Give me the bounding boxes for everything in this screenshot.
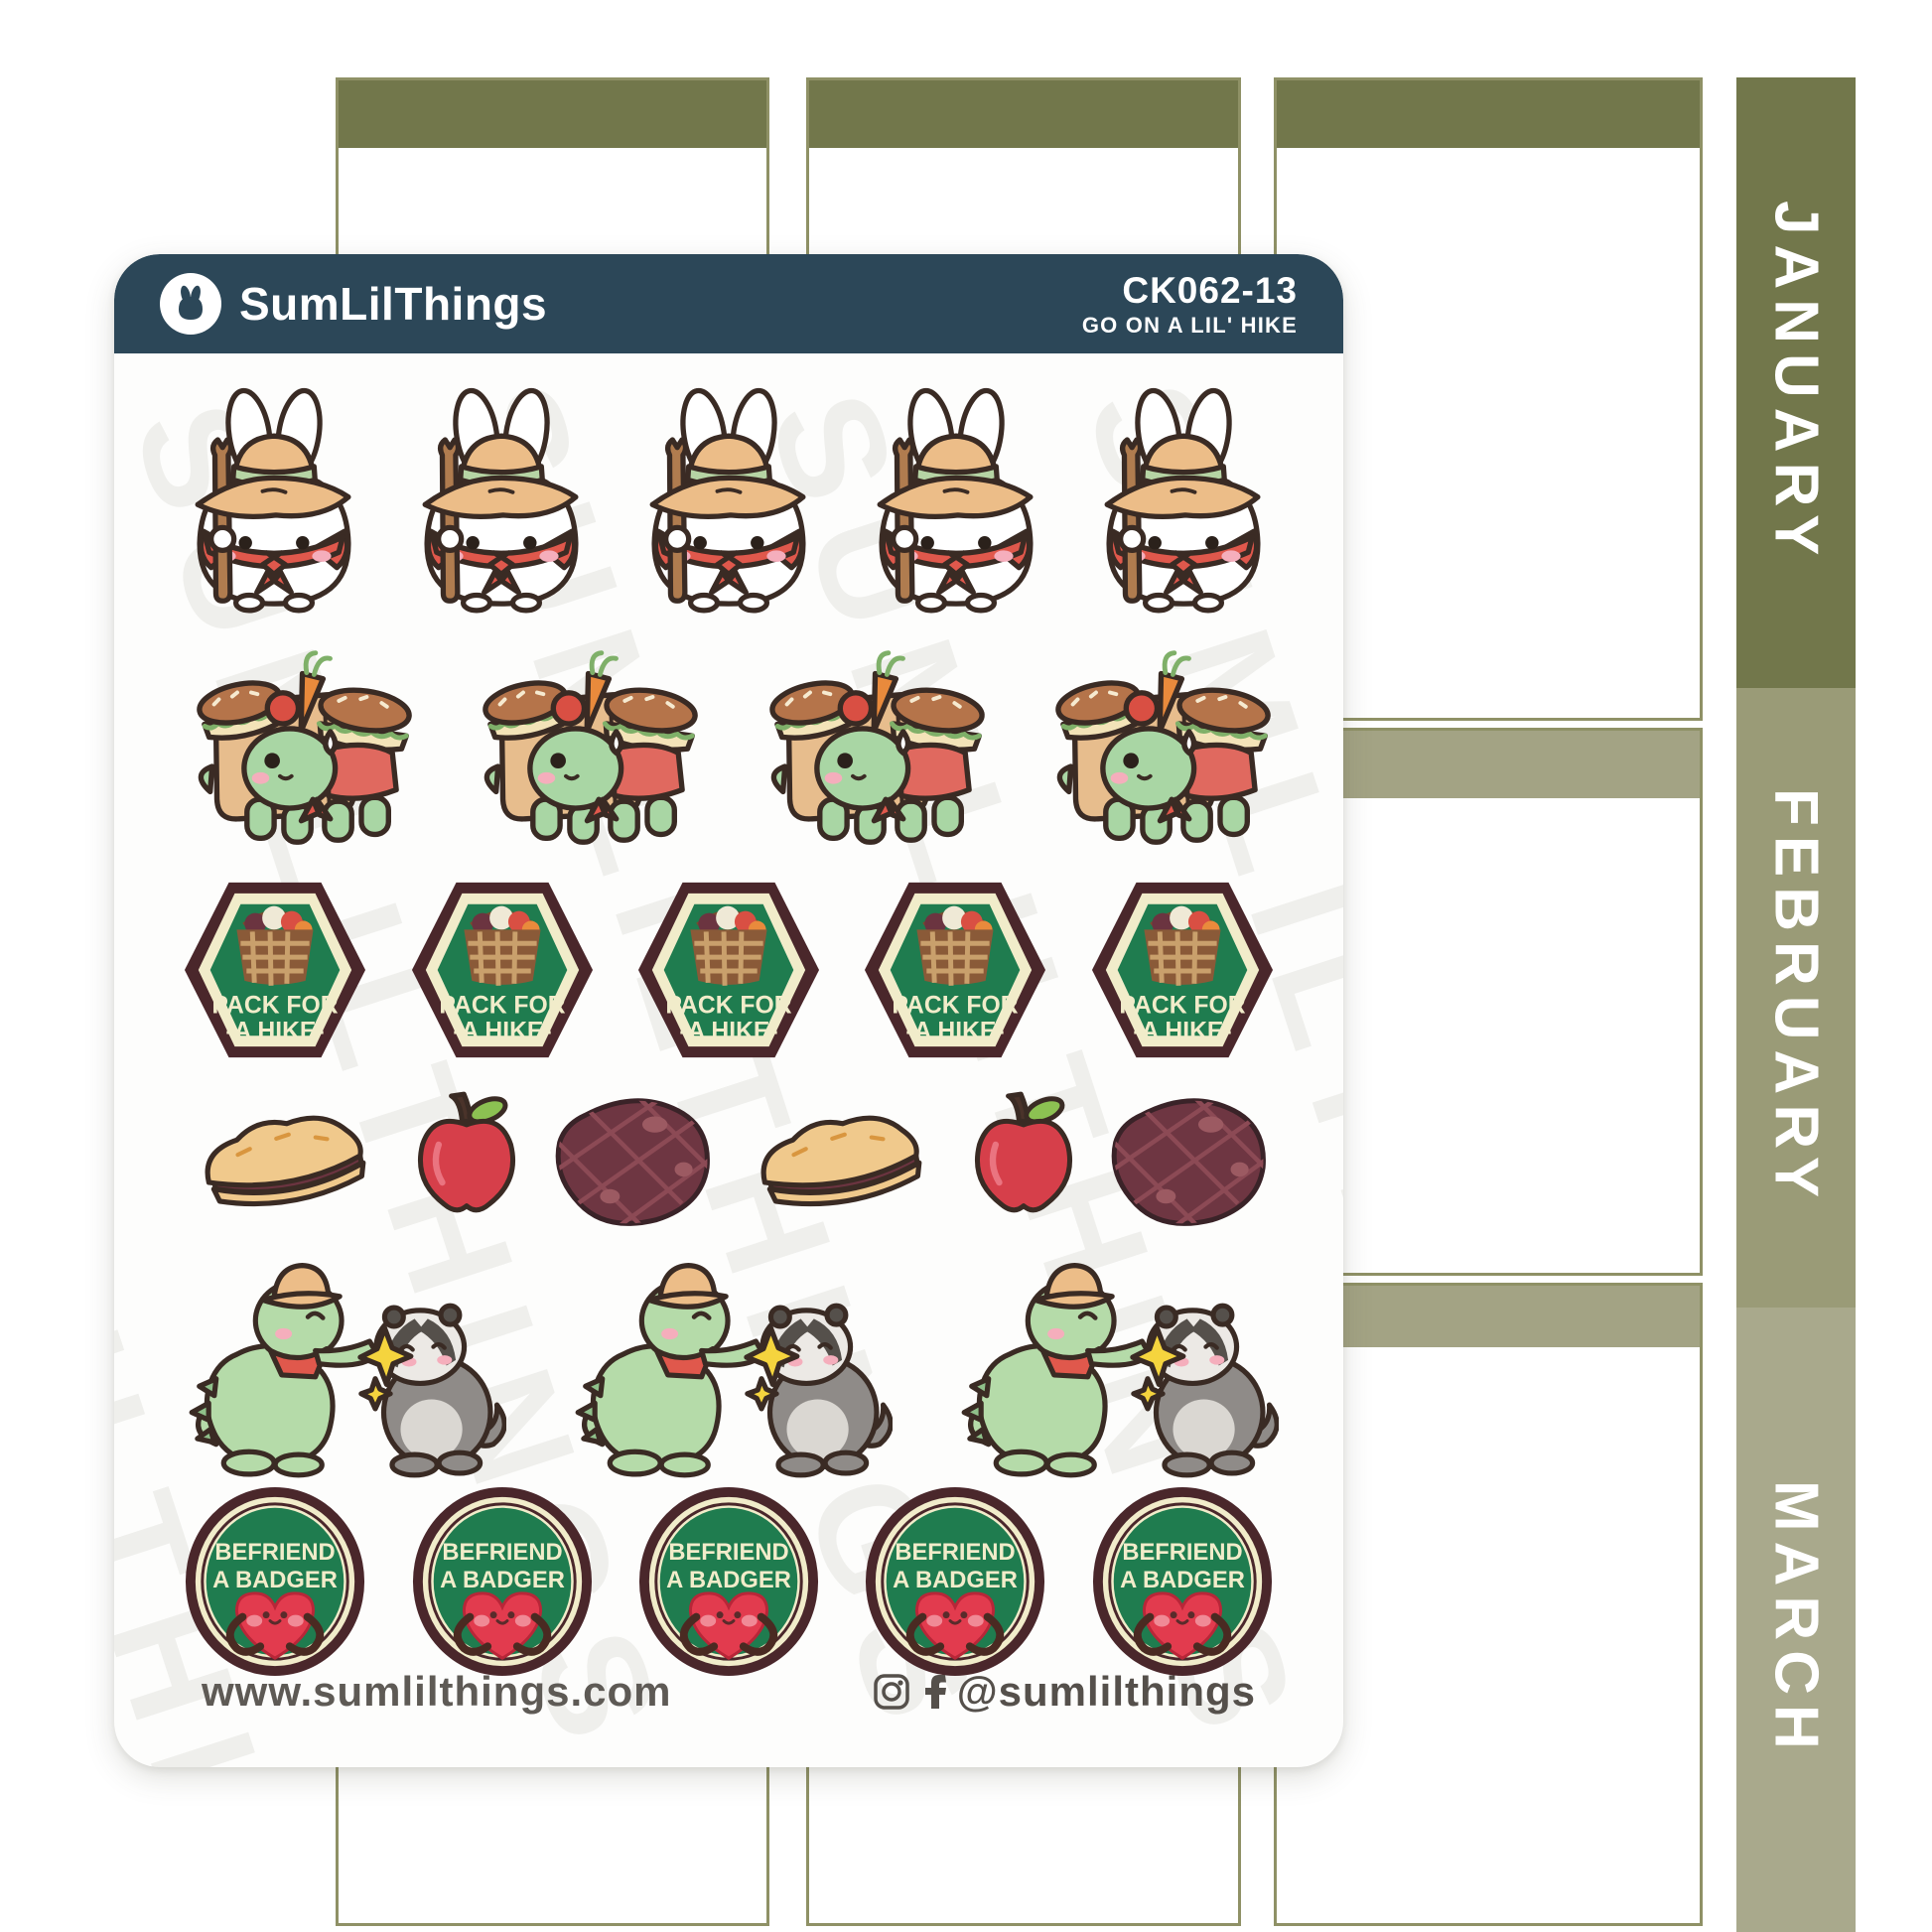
bunny-hiker-sticker	[406, 378, 597, 621]
tab-january: JANUARY	[1736, 77, 1856, 688]
tab-january-label: JANUARY	[1761, 200, 1831, 566]
pack-for-a-hike-badge-sticker	[635, 867, 822, 1073]
pack-for-a-hike-badge-sticker	[862, 867, 1048, 1073]
apple-sticker	[965, 1088, 1082, 1229]
sheet-sku: CK062-13	[1122, 270, 1298, 312]
sheet-header: SumLilThings CK062-13 GO ON A LIL' HIKE	[114, 254, 1343, 353]
brand-name: SumLilThings	[239, 278, 548, 330]
turtle-snack-sticker	[1041, 646, 1275, 850]
dino-badger-high-five-sticker	[951, 1251, 1279, 1481]
planner-box	[1274, 77, 1703, 721]
instagram-icon	[873, 1674, 909, 1710]
tab-february: FEBRUARY	[1736, 688, 1856, 1308]
social-handle: @sumlilthings	[956, 1668, 1256, 1715]
planner-box-header	[339, 80, 766, 148]
brand: SumLilThings	[160, 273, 547, 335]
turtle-snack-sticker	[756, 646, 989, 850]
pack-for-a-hike-badge-sticker	[409, 867, 596, 1073]
befriend-a-badger-badge-sticker	[862, 1483, 1048, 1680]
sandwich-sticker	[184, 1089, 387, 1228]
bunny-hiker-sticker	[179, 378, 369, 621]
pack-for-a-hike-badge-sticker	[1089, 867, 1276, 1073]
dino-badger-high-five-sticker	[565, 1251, 893, 1481]
website-url: www.sumlilthings.com	[202, 1668, 672, 1715]
pack-for-a-hike-badge-sticker	[182, 867, 368, 1073]
tab-march: MARCH	[1736, 1308, 1856, 1932]
sandwich-sticker	[740, 1089, 943, 1228]
sticker-row-circle-badges	[114, 1477, 1343, 1686]
sheet-footer: www.sumlilthings.com @sumlilthings	[114, 1656, 1343, 1727]
dino-badger-high-five-sticker	[179, 1251, 506, 1481]
brand-logo	[160, 273, 221, 335]
sticker-row-scenes	[114, 1247, 1343, 1485]
social-links: @sumlilthings	[872, 1668, 1256, 1716]
befriend-a-badger-badge-sticker	[409, 1483, 596, 1680]
planner-box-header	[1277, 1286, 1700, 1347]
sheet-id-block: CK062-13 GO ON A LIL' HIKE	[1082, 270, 1298, 338]
apple-sticker	[408, 1088, 525, 1229]
bunny-hiker-sticker	[861, 378, 1051, 621]
sticker-row-turtles	[114, 641, 1343, 854]
planner-box	[1274, 728, 1703, 1276]
befriend-a-badger-badge-sticker	[635, 1483, 822, 1680]
tab-march-label: MARCH	[1761, 1480, 1831, 1759]
sticker-row-bunnies	[114, 371, 1343, 627]
planner-box-header	[1277, 731, 1700, 798]
planner-box-header	[1277, 80, 1700, 148]
tab-february-label: FEBRUARY	[1761, 787, 1831, 1208]
steak-sticker	[547, 1084, 718, 1233]
bunny-logo-icon	[179, 285, 203, 320]
befriend-a-badger-badge-sticker	[182, 1483, 368, 1680]
sticker-sheet: SUMLILTHINGS SUMLILTHINGS SUMLILTHINGS S…	[114, 254, 1343, 1767]
turtle-snack-sticker	[183, 646, 416, 850]
planner-box	[1274, 1283, 1703, 1926]
befriend-a-badger-badge-sticker	[1089, 1483, 1276, 1680]
sticker-row-hex-badges	[114, 862, 1343, 1078]
planner-box-header	[809, 80, 1238, 148]
bunny-hiker-sticker	[1088, 378, 1279, 621]
bunny-hiker-sticker	[633, 378, 824, 621]
steak-sticker	[1103, 1084, 1274, 1233]
facebook-icon	[924, 1675, 946, 1709]
turtle-snack-sticker	[469, 646, 702, 850]
sheet-subtitle: GO ON A LIL' HIKE	[1081, 312, 1298, 338]
sticker-row-snacks	[114, 1074, 1343, 1243]
